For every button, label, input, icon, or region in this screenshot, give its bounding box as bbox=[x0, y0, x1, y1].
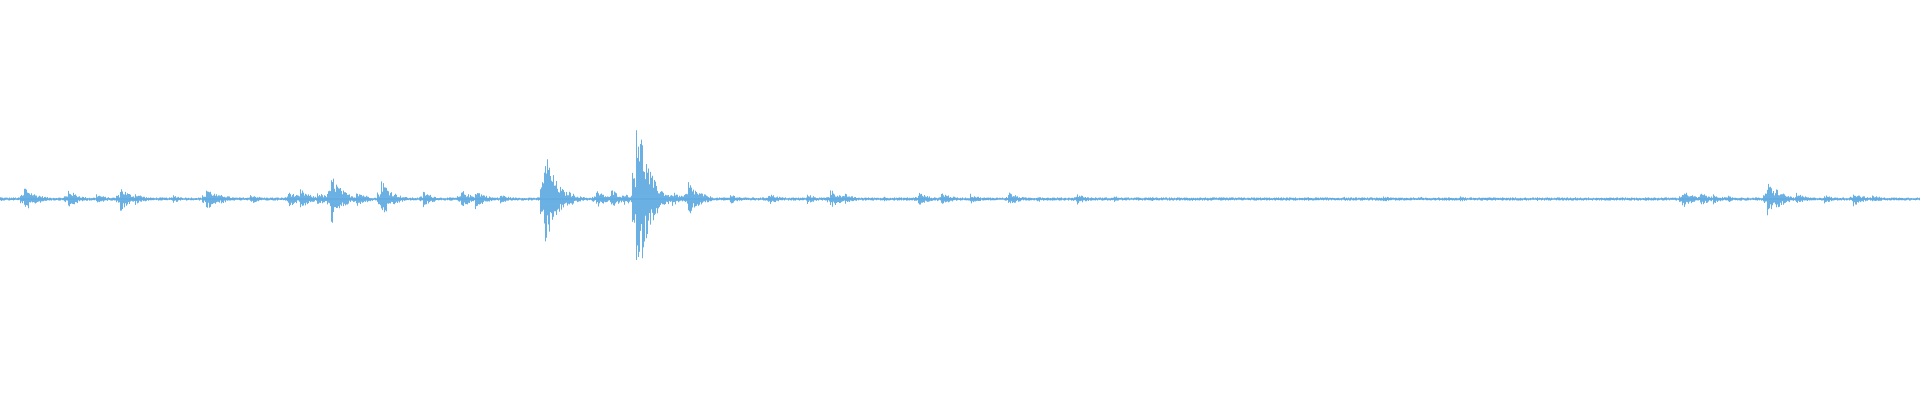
waveform-peaks bbox=[0, 130, 1920, 260]
waveform-trace bbox=[0, 130, 1920, 260]
